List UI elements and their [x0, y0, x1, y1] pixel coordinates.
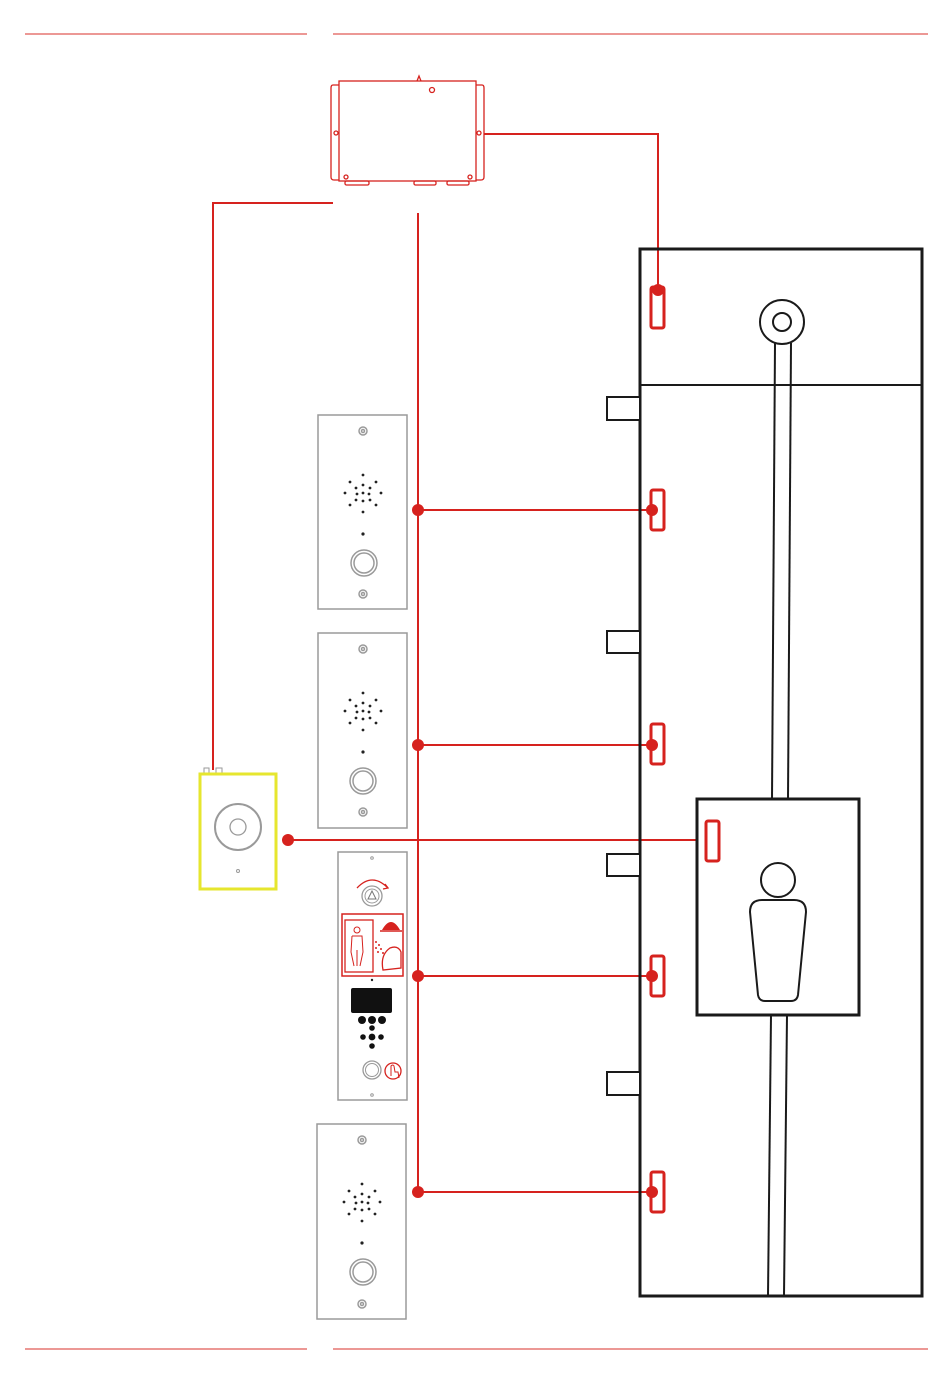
screw-top: [371, 857, 374, 860]
landing-door-3: [607, 854, 640, 876]
junction-dots: [282, 284, 714, 1198]
push-button: [215, 804, 261, 850]
control-unit-body: [339, 81, 476, 181]
connector-3: [447, 181, 469, 185]
call-button-inner: [366, 1064, 379, 1077]
top-indicator: [430, 88, 435, 93]
mic-dot: [371, 979, 373, 981]
call-button-inner: [353, 1262, 373, 1282]
ok-key: [369, 1034, 376, 1041]
bell-icon: [368, 891, 376, 899]
wire-to-shaft-top: [484, 134, 658, 290]
elevator-car: [697, 799, 859, 1015]
cable-lower-right: [784, 1015, 787, 1296]
junction-dot: [412, 1186, 424, 1198]
cable-lower-left: [768, 1015, 771, 1296]
mount-hole-left: [334, 131, 338, 135]
keypad-key: [378, 1016, 386, 1024]
screw-top-center: [361, 1139, 364, 1142]
screw-bottom: [358, 1300, 366, 1308]
keypad: [358, 1016, 386, 1049]
mic-dot: [360, 1241, 363, 1244]
keypad-key: [358, 1016, 366, 1024]
screw-bottom-center: [361, 1303, 364, 1306]
screw-br: [468, 175, 472, 179]
call-button: [350, 768, 376, 794]
intercom-panel-1: [318, 415, 407, 609]
landing-door-1: [607, 397, 640, 420]
connector-2: [414, 181, 436, 185]
push-button-frame: [200, 774, 276, 889]
terminals: [651, 287, 719, 1212]
screw-top: [358, 1136, 366, 1144]
arrow-down-key: [369, 1043, 375, 1049]
screw-bottom: [371, 1094, 374, 1097]
screw-bl: [344, 175, 348, 179]
intercom-panel-2: [318, 633, 407, 828]
wire-to-push-button: [213, 203, 333, 770]
call-button: [351, 550, 377, 576]
keypad-key: [368, 1016, 376, 1024]
control-unit-box: [331, 76, 484, 185]
page-frame-lines: [25, 34, 928, 1349]
push-button-center: [230, 819, 246, 835]
pictogram-person-icon: [351, 936, 363, 966]
pictogram-person-head: [354, 927, 360, 933]
junction-dot: [412, 504, 424, 516]
push-button-unit: [200, 768, 276, 889]
screw-top: [359, 645, 367, 653]
pulley-hub: [773, 313, 791, 331]
arrow-right-key: [378, 1034, 384, 1040]
screw-bottom: [359, 808, 367, 816]
mount-hole-right: [477, 131, 481, 135]
junction-dot: [412, 970, 424, 982]
screw-top: [359, 427, 367, 435]
call-button-inner: [353, 771, 373, 791]
call-button-inner: [354, 553, 374, 573]
cable-upper-left: [772, 343, 775, 799]
screw-top-center: [362, 648, 365, 651]
top-tab: [417, 76, 421, 81]
mic-dot: [361, 750, 364, 753]
speaker-grille-icon: [343, 1183, 382, 1223]
call-button: [350, 1259, 376, 1285]
screw-top-center: [362, 430, 365, 433]
junction-dot: [282, 834, 294, 846]
screw-bottom-center: [362, 811, 365, 814]
pictogram-bell-icon: [382, 922, 400, 930]
rotation-arrow-icon: [357, 880, 388, 888]
wiring: [213, 134, 708, 1192]
pulley-icon: [760, 300, 804, 344]
touch-hand-finger: [391, 1065, 399, 1078]
landing-door-2: [607, 631, 640, 653]
screw-bottom: [359, 590, 367, 598]
elevator-shaft: [607, 249, 922, 1296]
mic-dot: [361, 532, 364, 535]
display-screen: [351, 988, 392, 1013]
shaft-outline: [640, 249, 922, 1296]
speaker-grille-icon: [344, 692, 383, 732]
emergency-panel: [338, 852, 407, 1100]
speaker-grille-icon: [344, 474, 383, 514]
connector-1: [345, 181, 369, 185]
intercom-panel-3: [317, 1124, 406, 1319]
cable-upper-right: [788, 343, 791, 799]
landing-door-4: [607, 1072, 640, 1095]
junction-dot: [412, 739, 424, 751]
pictogram-hand-icon: [382, 947, 401, 970]
status-led: [237, 870, 240, 873]
screw-bottom-center: [362, 593, 365, 596]
pictogram-sound-dots: [375, 941, 384, 954]
arrow-up-key: [369, 1025, 375, 1031]
arrow-left-key: [360, 1034, 366, 1040]
